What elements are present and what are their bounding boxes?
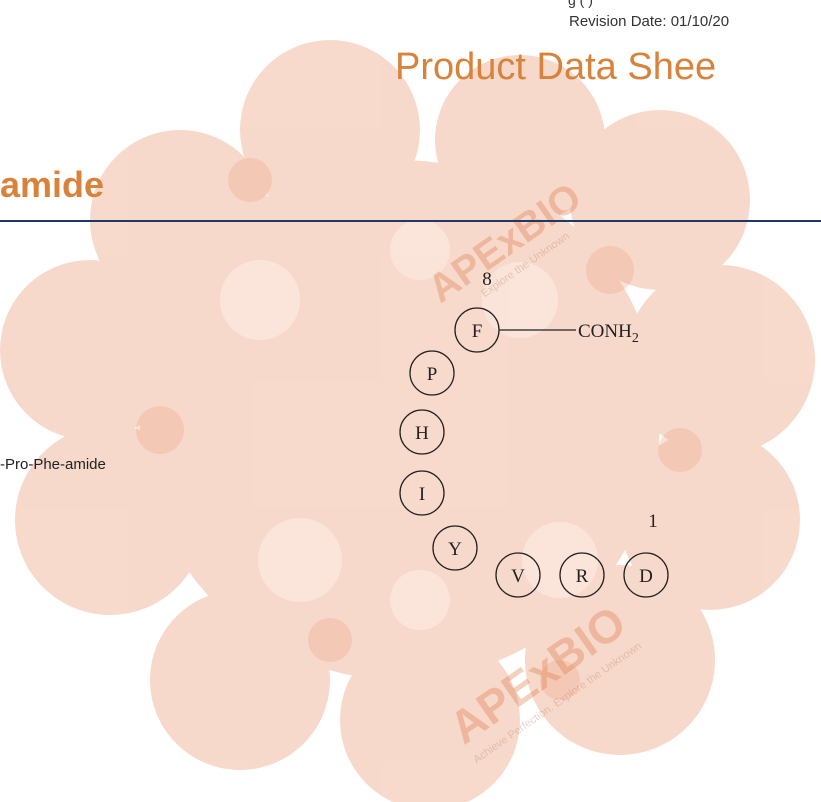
product-name: amide <box>0 164 105 205</box>
residue-circle <box>559 552 605 598</box>
residue-label: P <box>427 364 438 385</box>
residue-circle <box>432 525 478 571</box>
residue-label: I <box>419 484 425 505</box>
c-terminus-number: 8 <box>482 269 492 290</box>
residue-label: D <box>639 566 653 587</box>
residue-label: R <box>576 566 589 587</box>
residue-label: Y <box>448 539 462 560</box>
c-terminal-group: CONH2 <box>578 321 639 346</box>
residue-label: V <box>511 566 525 587</box>
n-terminus-number: 1 <box>648 511 658 532</box>
header-cut-text: g ( ) <box>568 0 593 8</box>
residue-label: H <box>415 423 429 444</box>
sequence-text: -Pro-Phe-amide <box>0 456 106 473</box>
residue-circle <box>623 552 669 598</box>
residue-circle <box>399 409 445 455</box>
residue-circle <box>409 350 455 396</box>
revision-date: Revision Date: 01/10/20 <box>569 13 730 30</box>
residue-circle <box>495 552 541 598</box>
residue-circle <box>399 470 445 516</box>
title-divider <box>0 220 821 222</box>
peptide-structure-diagram: F P H I Y V R D 8 1 CONH2 <box>399 269 669 598</box>
residue-label: F <box>472 321 483 342</box>
document-type-title: Product Data Shee <box>395 46 717 88</box>
